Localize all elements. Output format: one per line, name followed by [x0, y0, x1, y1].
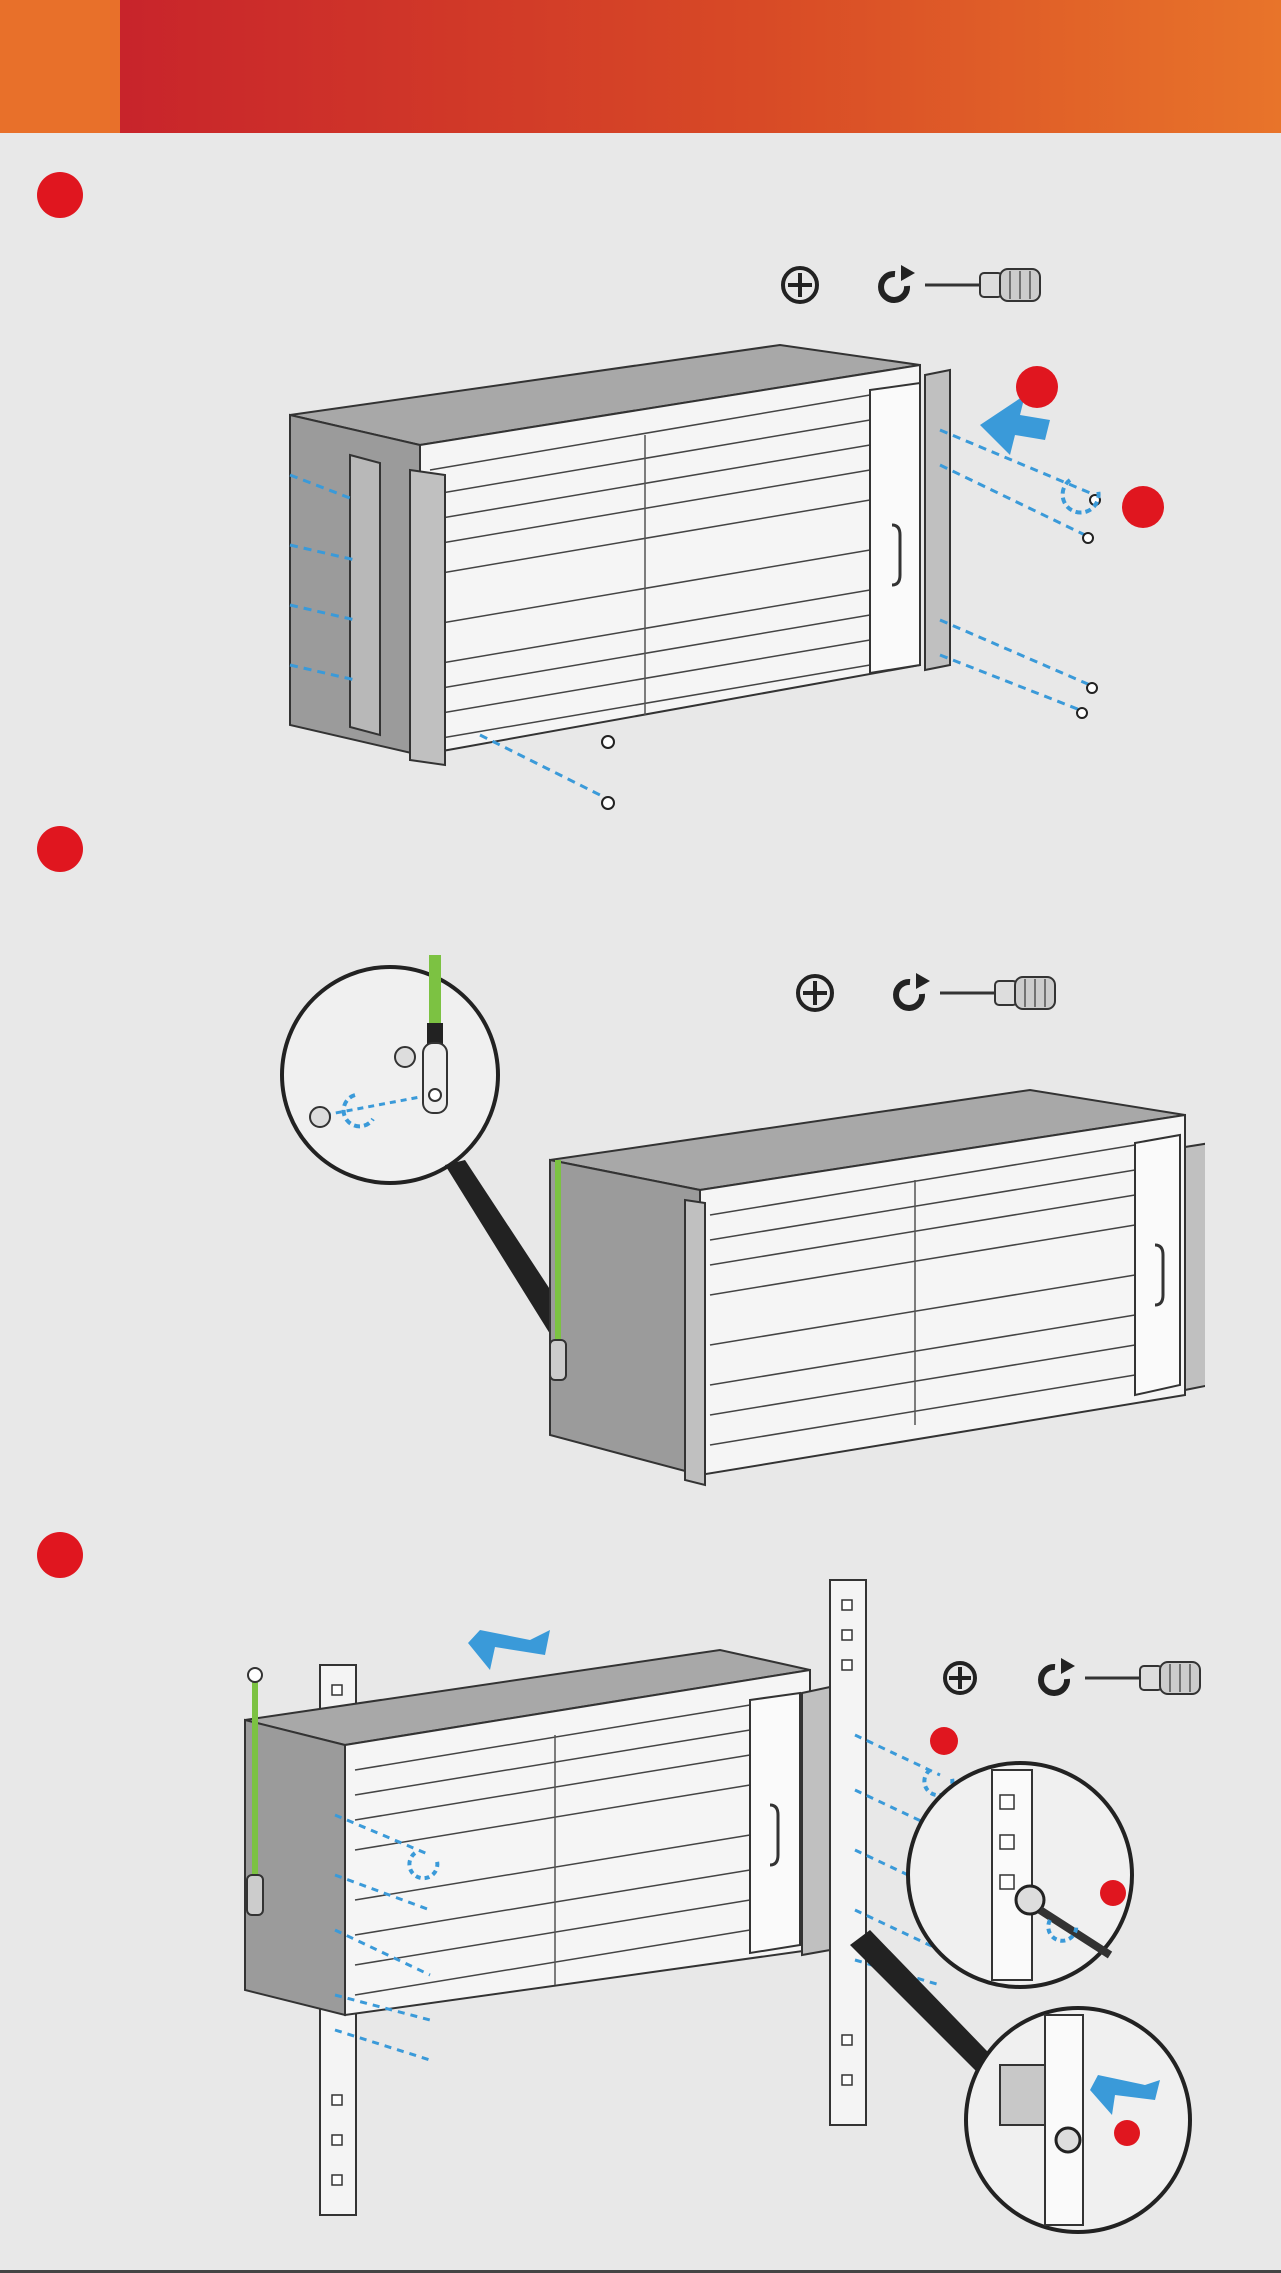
illustration-rack-install: [240, 1575, 1200, 2235]
step-3-marker: [37, 1532, 83, 1578]
illustration-mount-brackets: [280, 335, 1180, 825]
step-2-marker: [37, 826, 83, 872]
tighten-clockwise-icon: [881, 265, 915, 300]
step-1-marker: [37, 172, 83, 218]
step-1-sub-marker-b: [1122, 486, 1164, 528]
phillips-screw-icon: [783, 268, 817, 302]
step-3-sub-marker-a: [930, 1727, 958, 1755]
step-3-sub-marker-c: [1114, 2120, 1140, 2146]
step-1-sub-marker-a: [1016, 366, 1058, 408]
screwdriver-icon: [925, 269, 1040, 301]
step-3-sub-marker-b: [1100, 1880, 1126, 1906]
header-band: [0, 0, 1281, 133]
illustration-ground-cable: [275, 955, 1205, 1495]
tool-icons-step-1: [775, 255, 1055, 315]
header-bar: [120, 0, 1281, 133]
header-tab: [0, 0, 120, 133]
